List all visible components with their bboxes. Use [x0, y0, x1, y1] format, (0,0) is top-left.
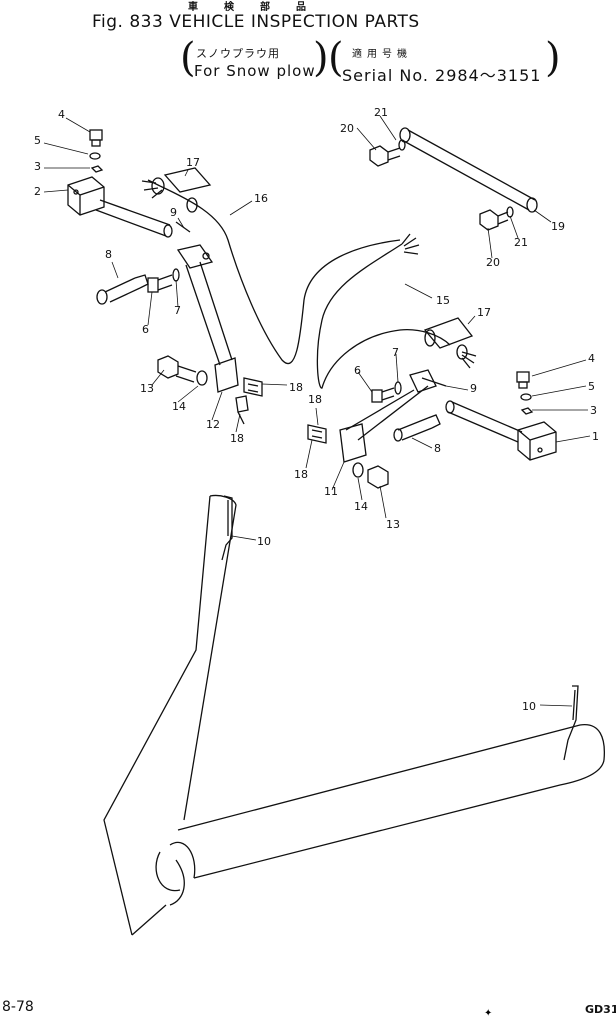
bolt-right-part4	[516, 371, 530, 389]
callout-right-13: 13	[386, 518, 400, 531]
pin-right-part9	[421, 377, 447, 387]
callout-left-2: 2	[34, 185, 41, 198]
left-paren-close: )	[313, 35, 329, 81]
cable-part15	[316, 233, 477, 389]
right-paren-open: (	[328, 35, 344, 81]
callout-left-14: 14	[172, 400, 186, 413]
shaft-left-part2	[95, 199, 173, 238]
callout-right-8: 8	[434, 442, 441, 455]
clip-left-part18b	[235, 395, 249, 425]
snowplow-frame	[103, 494, 606, 936]
block-left-part2	[67, 176, 105, 216]
bottom-mark: ✦	[484, 1008, 492, 1019]
callout-left-4: 4	[58, 108, 65, 121]
applicability-jp-left: スノウプラウ用	[196, 47, 280, 60]
right-paren-close: )	[545, 35, 561, 81]
callout-right-1: 1	[592, 430, 599, 443]
leader-lines	[43, 115, 591, 707]
bar-right-part19	[399, 127, 538, 213]
washer-right-part21a	[398, 139, 406, 151]
callout-right-21b: 21	[514, 236, 528, 249]
callout-left-10: 10	[257, 535, 271, 548]
washer-left-part7	[172, 268, 180, 282]
callout-right-9: 9	[470, 382, 477, 395]
bolt-right-part13	[367, 465, 389, 489]
callout-right-11: 11	[324, 485, 338, 498]
bolt-right-part20a	[369, 145, 401, 167]
left-paren-open: (	[180, 35, 196, 81]
callout-left-13: 13	[140, 382, 154, 395]
pin-right-part8	[393, 414, 441, 442]
shaft-right-part1	[445, 400, 557, 461]
callout-right-6: 6	[354, 364, 361, 377]
bolt-right-part6	[371, 387, 395, 403]
bolt-left-part6	[147, 274, 173, 293]
bolt-right-part20b	[479, 209, 509, 231]
bolt-left-part4	[89, 129, 104, 173]
washer-right-part7	[394, 381, 402, 395]
applicability-jp-right: 適用号機	[352, 49, 412, 60]
callout-right-17: 17	[477, 306, 491, 319]
washer-right-part5	[520, 393, 532, 401]
callout-left-3: 3	[34, 160, 41, 173]
callout-left-16: 16	[254, 192, 268, 205]
callout-right-5: 5	[588, 380, 595, 393]
callout-left-9: 9	[170, 206, 177, 219]
callout-left-12: 12	[206, 418, 220, 431]
callout-left-6: 6	[142, 323, 149, 336]
callout-left-7: 7	[174, 304, 181, 317]
callout-right-21a: 21	[374, 106, 388, 119]
bolt-left-part13	[157, 355, 197, 383]
callout-right-15: 15	[436, 294, 450, 307]
callout-right-10: 10	[522, 700, 536, 713]
stake-part10-right	[563, 685, 579, 761]
callout-right-19: 19	[551, 220, 565, 233]
callout-right-20a: 20	[340, 122, 354, 135]
callout-left-18a: 18	[289, 381, 303, 394]
callout-left-18b: 18	[230, 432, 244, 445]
callout-right-7: 7	[392, 346, 399, 359]
cable-part16	[141, 167, 401, 365]
callout-left-8: 8	[105, 248, 112, 261]
callout-right-14: 14	[354, 500, 368, 513]
japanese-title: 車検部品	[188, 2, 332, 13]
pin-left-part8	[96, 274, 149, 305]
callout-numbers: 4 5 3 2 17 16 9 8 6 7 13 14 12 18 18 20 …	[34, 106, 599, 713]
callout-right-20b: 20	[486, 256, 500, 269]
nut-right-part3	[520, 407, 534, 415]
page-number: 8-78	[2, 999, 34, 1015]
clip-left-part18a	[243, 377, 263, 397]
serial-range: Serial No. 2984～3151	[342, 66, 542, 85]
callout-left-5: 5	[34, 134, 41, 147]
callout-right-18b: 18	[294, 468, 308, 481]
washer-right-part14	[352, 462, 364, 478]
arm-left-part12	[176, 244, 239, 393]
callout-right-4: 4	[588, 352, 595, 365]
washer-left-part14	[196, 370, 208, 386]
figure-title: Fig. 833 VEHICLE INSPECTION PARTS	[92, 12, 420, 32]
callout-right-18a: 18	[308, 393, 322, 406]
arm-right-part11	[339, 369, 437, 463]
applicability-left: For Snow plow	[194, 62, 316, 80]
model-code: GD31	[585, 1003, 616, 1016]
stake-part10-left	[221, 495, 233, 561]
callout-right-3: 3	[590, 404, 597, 417]
callout-left-17: 17	[186, 156, 200, 169]
clip-right-part18	[307, 424, 327, 444]
